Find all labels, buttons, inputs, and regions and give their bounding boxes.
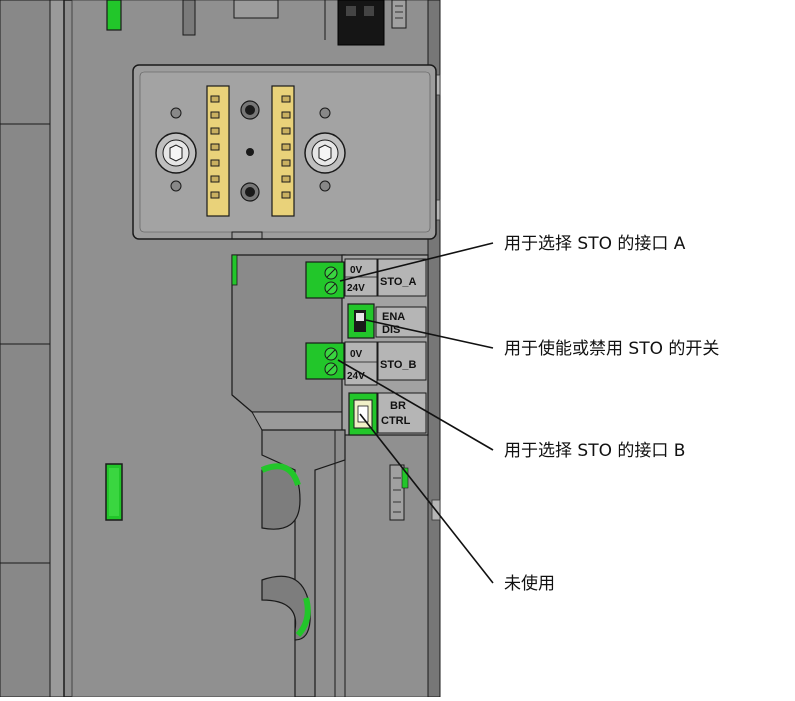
sto-b-label: STO_B — [380, 359, 417, 371]
sto-a-label: STO_A — [380, 276, 417, 288]
sto-a-0v-label: 0V — [350, 265, 363, 276]
br-label: BR — [390, 400, 406, 412]
leader-unused — [359, 413, 494, 584]
switch-ena-label: ENA — [382, 311, 405, 323]
sto-a-24v-label: 24V — [347, 283, 365, 294]
housing-left-panel — [0, 0, 65, 698]
sto-a-terminal: 0V 24V STO_A — [305, 258, 427, 299]
callout-sto-a: 用于选择 STO 的接口 A — [504, 234, 686, 254]
leader-switch — [365, 319, 494, 349]
sto-b-24v-label: 24V — [347, 371, 365, 382]
leader-lines — [337, 242, 494, 584]
ctrl-label: CTRL — [381, 415, 411, 427]
leader-sto-b — [337, 359, 494, 451]
lower-channel — [260, 429, 346, 698]
callout-sto-b: 用于选择 STO 的接口 B — [504, 441, 685, 461]
sto-b-terminal: 0V 24V STO_B — [305, 341, 427, 386]
callouts: 用于选择 STO 的接口 A 用于使能或禁用 STO 的开关 用于选择 STO … — [504, 234, 719, 594]
sto-b-0v-label: 0V — [350, 349, 363, 360]
top-details — [106, 0, 407, 46]
lower-indicators — [105, 463, 409, 521]
sto-enable-switch: ENA DIS — [347, 303, 427, 339]
br-ctrl-connector: BR CTRL — [348, 392, 427, 436]
callout-switch: 用于使能或禁用 STO 的开关 — [504, 338, 719, 359]
mounting-plate — [132, 64, 437, 240]
leader-sto-a — [339, 242, 494, 282]
callout-unused: 未使用 — [504, 573, 555, 594]
